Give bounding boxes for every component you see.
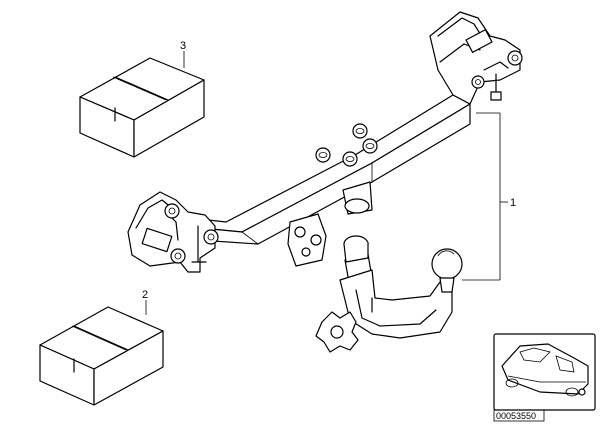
drawing-code: 00053550 (496, 411, 536, 421)
callout-item-1: 1 (510, 197, 516, 209)
callout-item-3: 3 (180, 40, 186, 52)
beam-bolts (315, 123, 378, 167)
drawing-code-frame (493, 409, 545, 422)
detachable-ball-head[interactable] (315, 235, 463, 353)
box-item-2[interactable] (39, 306, 164, 406)
car-thumbnail (493, 333, 596, 411)
receiver-socket (287, 181, 373, 267)
callout-item-2: 2 (142, 289, 148, 301)
towbar-crossmember[interactable] (127, 11, 523, 273)
box-item-3[interactable] (79, 57, 205, 158)
callout-bracket-item-1 (462, 112, 508, 281)
